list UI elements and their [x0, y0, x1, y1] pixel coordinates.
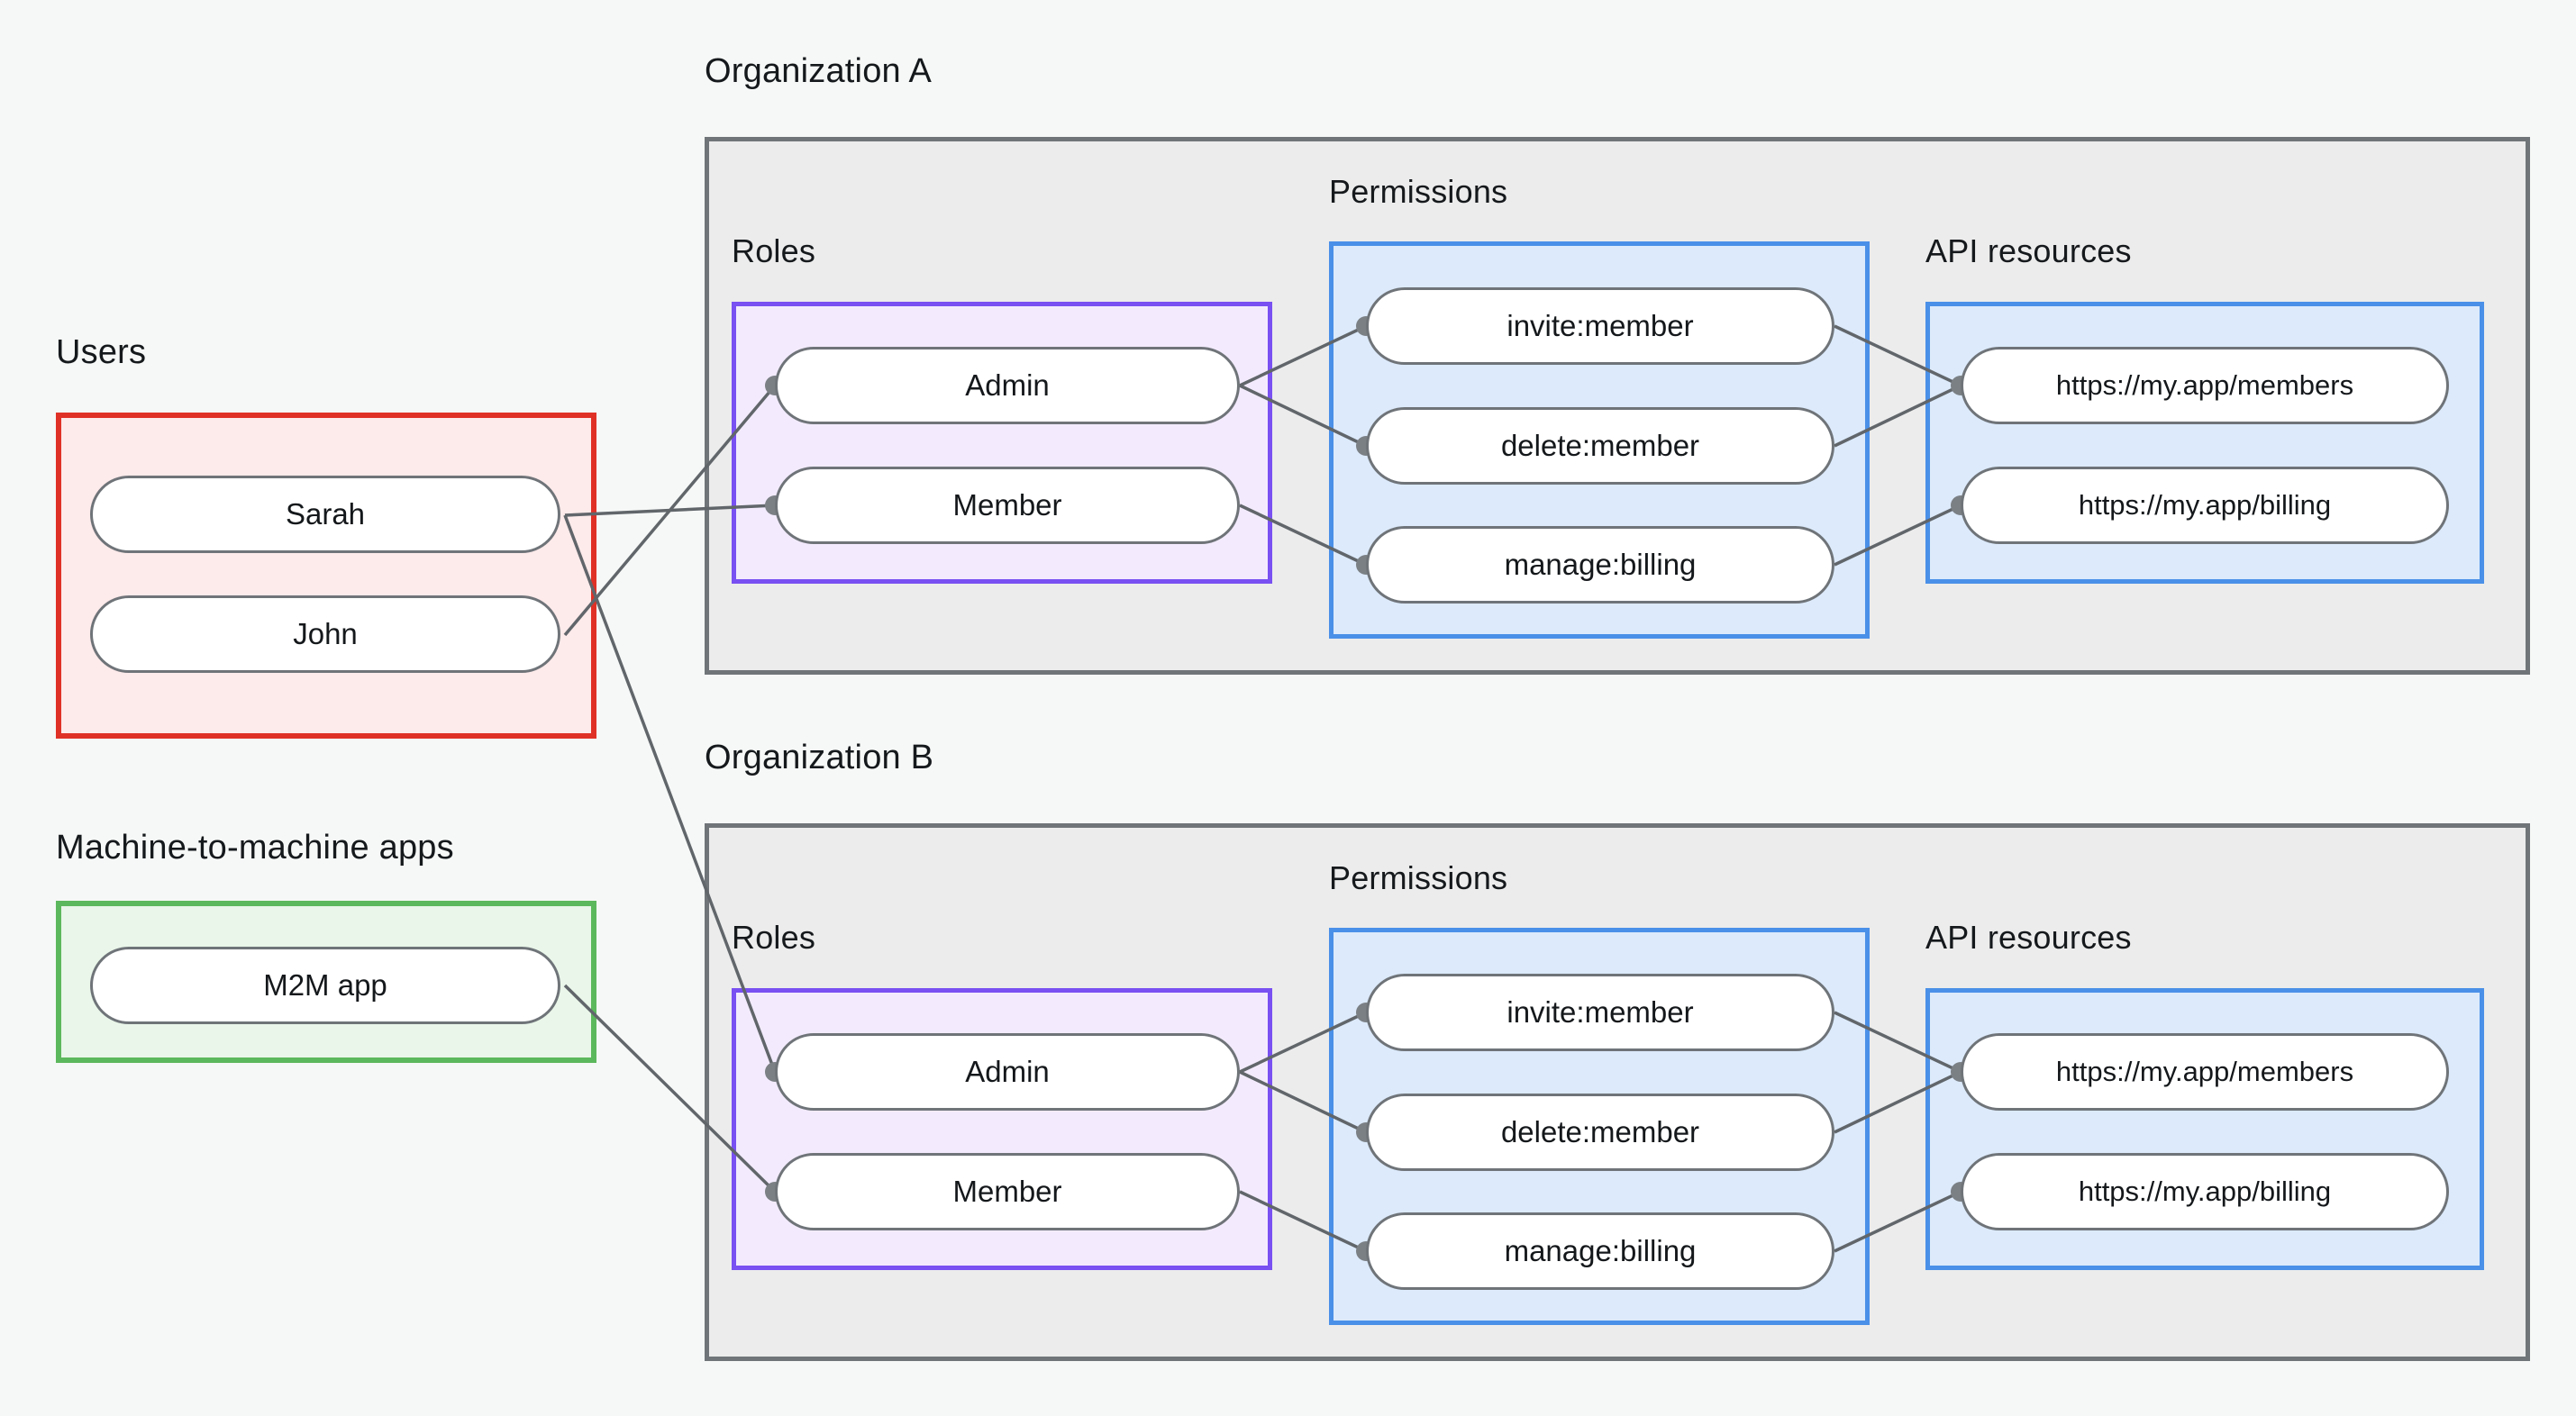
org-b-api-resources-title: API resources	[1925, 919, 2132, 956]
org-b-permission-pill-delete-member[interactable]: delete:member	[1366, 1094, 1834, 1171]
org-a-permissions-title: Permissions	[1329, 173, 1508, 210]
org-b-role-pill-admin[interactable]: Admin	[775, 1033, 1240, 1111]
org-a-permission-pill-invite-member[interactable]: invite:member	[1366, 287, 1834, 365]
org-a-permission-pill-manage-billing[interactable]: manage:billing	[1366, 526, 1834, 604]
org-a-api-pill-members[interactable]: https://my.app/members	[1961, 347, 2449, 424]
org-b-api-pill-members[interactable]: https://my.app/members	[1961, 1033, 2449, 1111]
users-container	[56, 413, 596, 739]
org-a-role-pill-member[interactable]: Member	[775, 467, 1240, 544]
m2m-section-title: Machine-to-machine apps	[56, 829, 454, 867]
user-pill-sarah[interactable]: Sarah	[90, 476, 560, 553]
org-a-permission-pill-delete-member[interactable]: delete:member	[1366, 407, 1834, 485]
org-b-permission-pill-invite-member[interactable]: invite:member	[1366, 974, 1834, 1051]
org-b-title: Organization B	[705, 739, 934, 776]
org-a-roles-title: Roles	[732, 232, 816, 269]
org-b-api-pill-billing[interactable]: https://my.app/billing	[1961, 1153, 2449, 1230]
org-b-permission-pill-manage-billing[interactable]: manage:billing	[1366, 1212, 1834, 1290]
org-a-api-resources-title: API resources	[1925, 232, 2132, 269]
org-a-api-pill-billing[interactable]: https://my.app/billing	[1961, 467, 2449, 544]
org-b-role-pill-member[interactable]: Member	[775, 1153, 1240, 1230]
org-b-roles-title: Roles	[732, 919, 816, 956]
org-b-permissions-title: Permissions	[1329, 859, 1508, 896]
users-section-title: Users	[56, 333, 147, 371]
user-pill-john[interactable]: John	[90, 595, 560, 673]
m2m-pill-app[interactable]: M2M app	[90, 947, 560, 1024]
org-a-title: Organization A	[705, 52, 933, 90]
org-a-role-pill-admin[interactable]: Admin	[775, 347, 1240, 424]
